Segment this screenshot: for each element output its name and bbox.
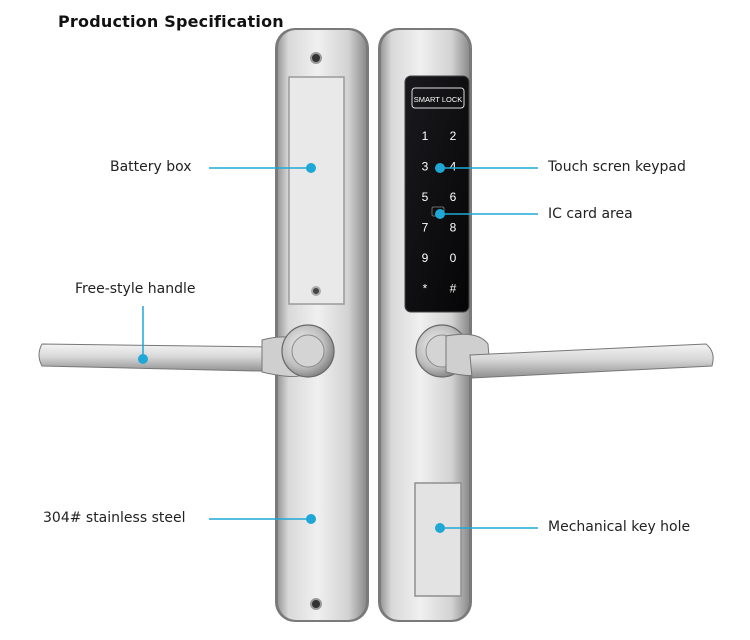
callout-dot: [306, 163, 316, 173]
label-touch-keypad: Touch scren keypad: [548, 159, 686, 175]
keypad-key: 9: [422, 251, 429, 265]
left-lock-plate: [38, 28, 369, 622]
label-battery-box: Battery box: [110, 159, 192, 175]
callout-dot: [435, 209, 445, 219]
keypad-key: 0: [450, 251, 457, 265]
smart-lock-badge: [411, 87, 465, 109]
screw-icon: [310, 598, 322, 610]
label-mechanical-key-hole: Mechanical key hole: [548, 519, 691, 535]
keypad-key: 8: [450, 221, 457, 235]
keypad-keys: 1 2 3 4 5 6 7 8 9 0 * #: [422, 129, 457, 296]
screw-icon: [310, 52, 322, 64]
keypad-panel: [404, 75, 470, 313]
keypad-key: 5: [422, 190, 429, 204]
keypad-key: 2: [450, 129, 457, 143]
callout-dot: [435, 523, 445, 533]
label-ic-card-area: IC card area: [548, 206, 633, 222]
keypad-key: 7: [422, 221, 429, 235]
keypad-key: 1: [422, 129, 429, 143]
label-free-style-handle: Free-style handle: [75, 281, 196, 297]
right-lock-plate: SMART LOCK 1 2 3 4 5 6 7 8 9 0 * #: [378, 28, 714, 622]
callout-dot: [306, 514, 316, 524]
screw-icon: [311, 286, 321, 296]
label-stainless-steel: 304# stainless steel: [43, 510, 186, 526]
callout-dot: [435, 163, 445, 173]
battery-box-cover: [288, 76, 345, 305]
keypad-brand: SMART LOCK: [414, 95, 463, 104]
keypad-key: 4: [450, 160, 457, 174]
keypad-key: 6: [450, 190, 457, 204]
keypad-key: *: [423, 282, 428, 296]
callout-dot: [138, 354, 148, 364]
page-title: Production Specification: [58, 12, 284, 31]
keypad-key: 3: [422, 160, 429, 174]
right-handle: [469, 343, 714, 379]
key-hole-cover: [414, 482, 462, 597]
callouts: [138, 163, 538, 533]
keypad-key: #: [450, 282, 457, 296]
